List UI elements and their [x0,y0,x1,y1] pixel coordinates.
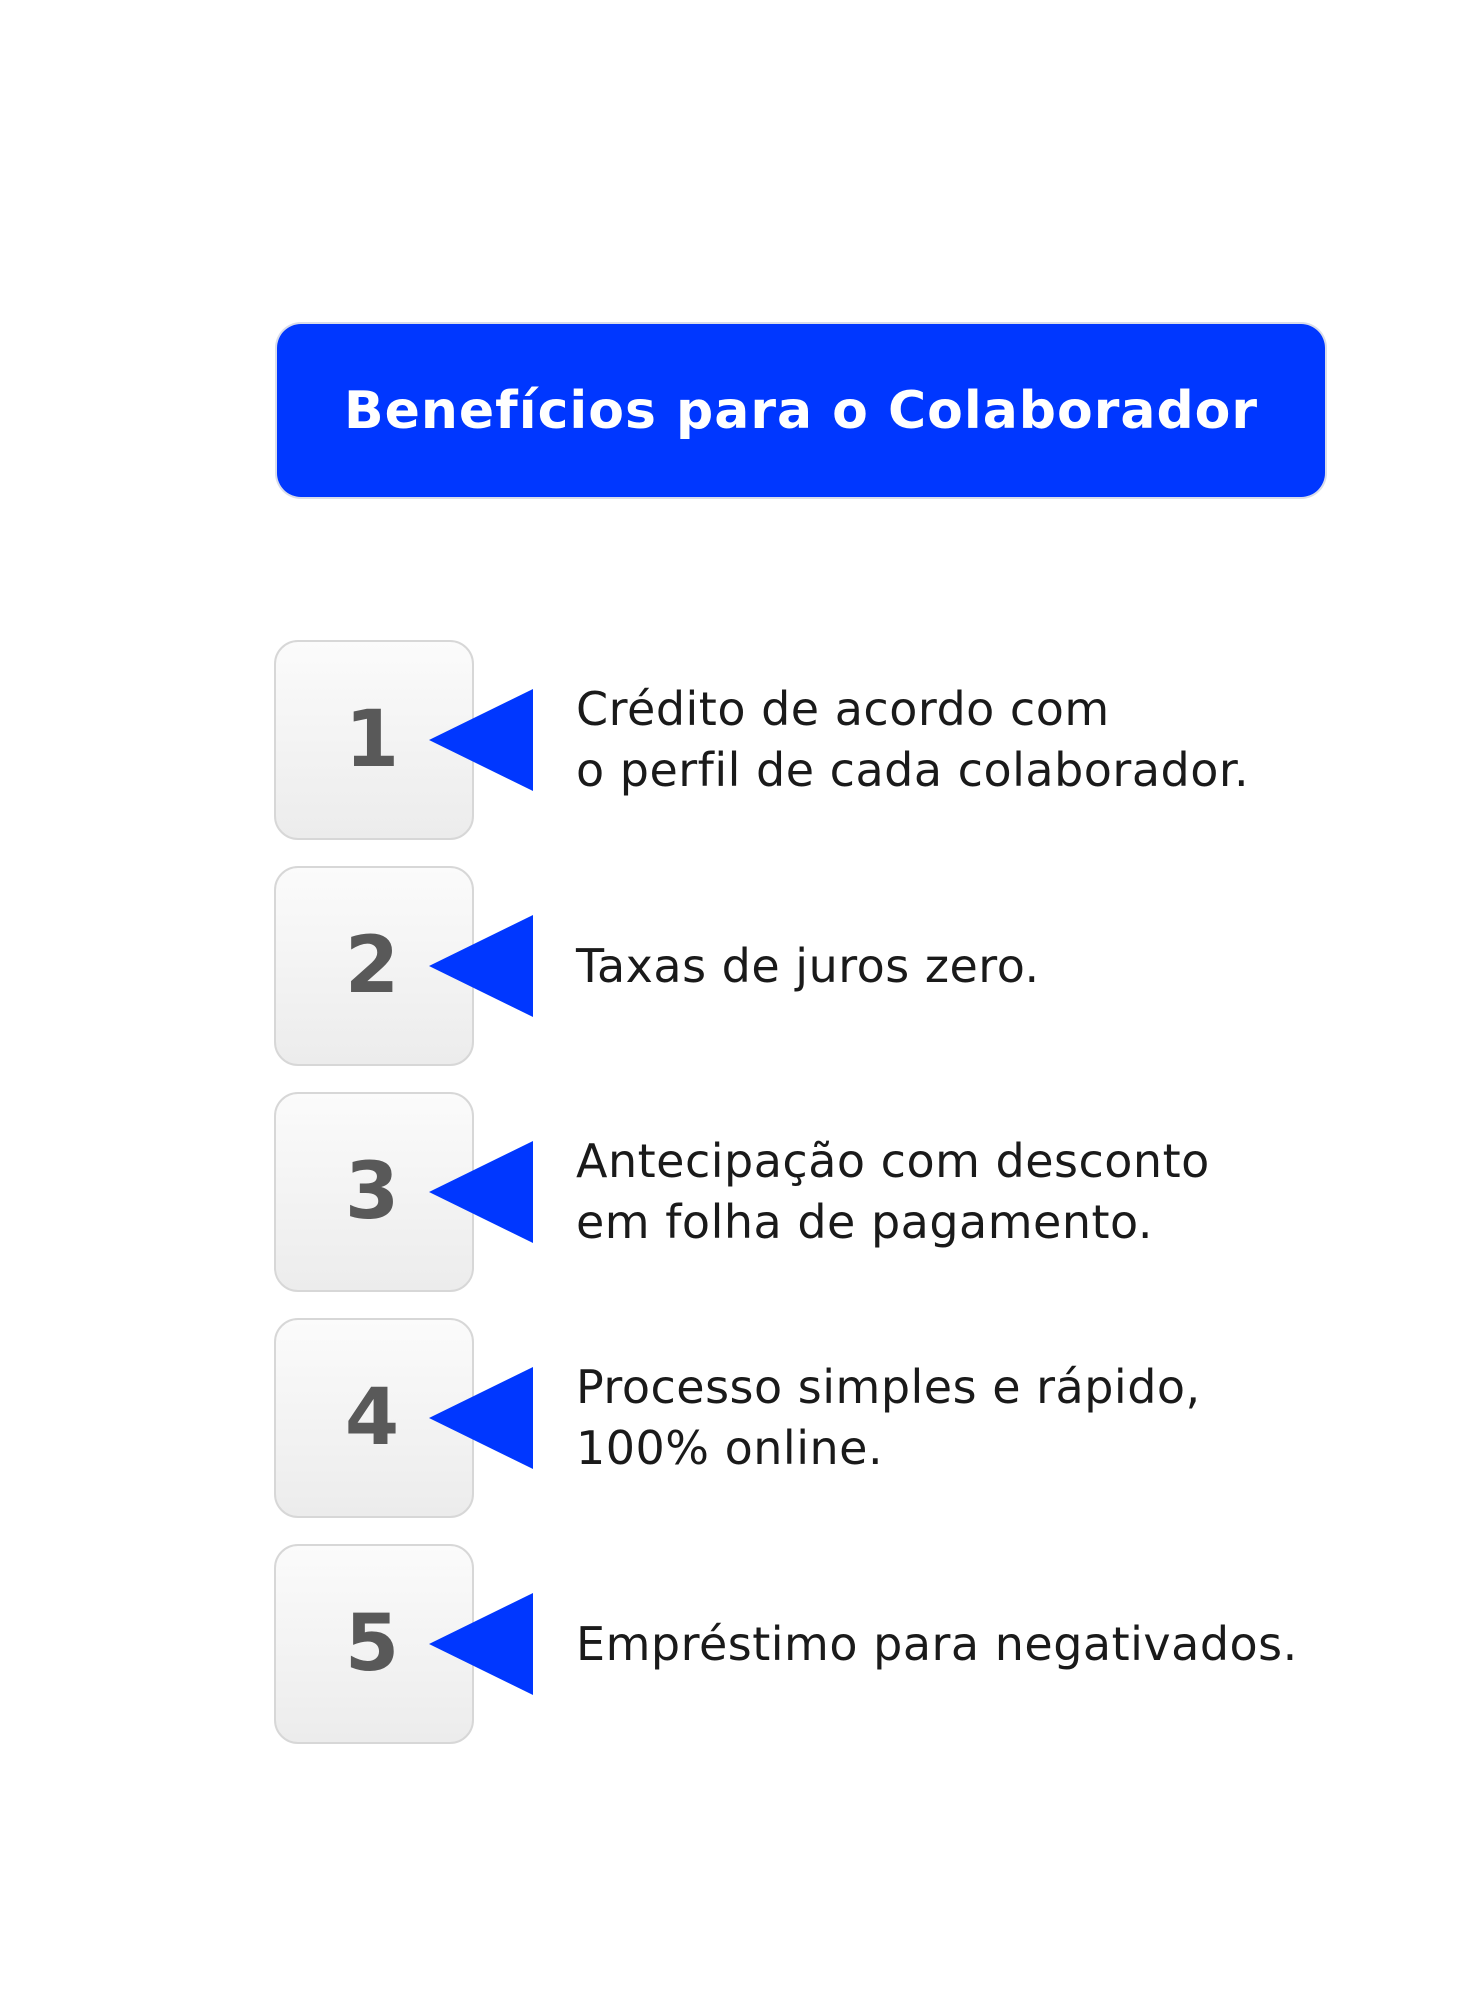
item-text-line: 100% online. [576,1421,884,1475]
item-text-line: em folha de pagamento. [576,1195,1153,1249]
item-text: Taxas de juros zero. [576,866,1040,1066]
list-item-5: 5 Empréstimo para negativados. [274,1544,1424,1746]
page-title: Benefícios para o Colaborador [343,380,1259,441]
item-text: Empréstimo para negativados. [576,1544,1298,1744]
item-text-line: Processo simples e rápido, [576,1360,1201,1414]
left-pointer-icon [429,915,533,1017]
item-text-line: Antecipação com desconto [576,1134,1210,1188]
left-pointer-icon [429,1141,533,1243]
item-number: 1 [344,695,400,785]
header-banner: Benefícios para o Colaborador [277,324,1325,497]
item-text: Processo simples e rápido, 100% online. [576,1318,1201,1518]
list-item-1: 1 Crédito de acordo com o perfil de cada… [274,640,1424,842]
item-number: 4 [344,1373,400,1463]
list-item-2: 2 Taxas de juros zero. [274,866,1424,1068]
item-text-line: Taxas de juros zero. [576,938,1040,993]
item-text-line: Crédito de acordo com [576,682,1110,736]
item-text-line: Empréstimo para negativados. [576,1616,1298,1671]
list-item-3: 3 Antecipação com desconto em folha de p… [274,1092,1424,1294]
item-text-line: o perfil de cada colaborador. [576,743,1250,797]
item-text: Antecipação com desconto em folha de pag… [576,1092,1210,1292]
item-text: Crédito de acordo com o perfil de cada c… [576,640,1249,840]
left-pointer-icon [429,689,533,791]
list-item-4: 4 Processo simples e rápido, 100% online… [274,1318,1424,1520]
item-number: 3 [344,1147,400,1237]
left-pointer-icon [429,1593,533,1695]
left-pointer-icon [429,1367,533,1469]
item-number: 5 [344,1599,400,1689]
item-number: 2 [344,921,400,1011]
number-badge: 3 [274,1092,474,1292]
number-badge: 5 [274,1544,474,1744]
